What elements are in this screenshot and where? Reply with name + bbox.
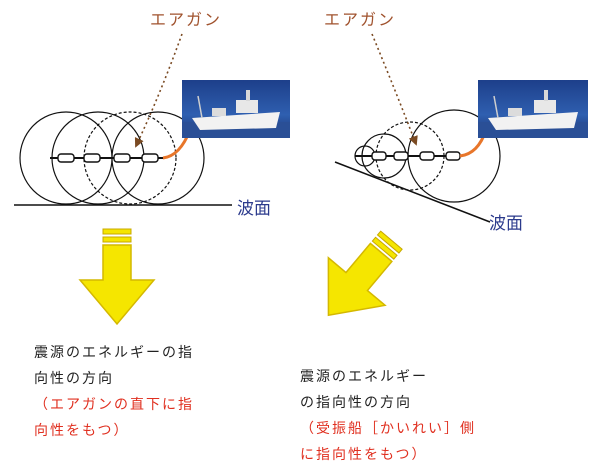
right-caption-line3: （受振船［かいれい］側: [300, 421, 476, 437]
right-wave-label: 波面: [489, 214, 523, 234]
right-ship-photo: [478, 80, 588, 138]
left-airgun-label: エアガン: [150, 10, 223, 29]
left-caption: 震源のエネルギーの指 向性の方向 （エアガンの直下に指 向性をもつ）: [34, 340, 194, 444]
right-airgun-label: エアガン: [324, 10, 397, 29]
left-airgun-string: [50, 153, 165, 163]
right-airgun-pointer: [371, 33, 418, 146]
left-caption-line4: 向性をもつ）: [34, 423, 130, 439]
left-airgun-pointer: [134, 33, 183, 148]
left-caption-line1: 震源のエネルギーの指: [34, 345, 194, 361]
left-wavefront-diagram: [14, 33, 290, 326]
right-directivity-arrow: [327, 230, 403, 317]
left-wave-label: 波面: [237, 199, 271, 219]
left-ship-photo: [182, 80, 290, 138]
right-caption: 震源のエネルギー の指向性の方向 （受振船［かいれい］側 に指向性をもつ）: [300, 364, 476, 468]
right-wave-surface-line: [334, 161, 491, 223]
left-caption-line2: 向性の方向: [34, 371, 114, 387]
right-caption-line1: 震源のエネルギー: [300, 369, 428, 385]
left-directivity-arrow: [78, 228, 156, 326]
left-caption-line3: （エアガンの直下に指: [34, 397, 194, 413]
right-caption-line2: の指向性の方向: [300, 395, 412, 411]
right-caption-line4: に指向性をもつ）: [300, 447, 428, 463]
right-wavefront-diagram: [327, 33, 588, 317]
right-airgun-string: [355, 151, 462, 161]
